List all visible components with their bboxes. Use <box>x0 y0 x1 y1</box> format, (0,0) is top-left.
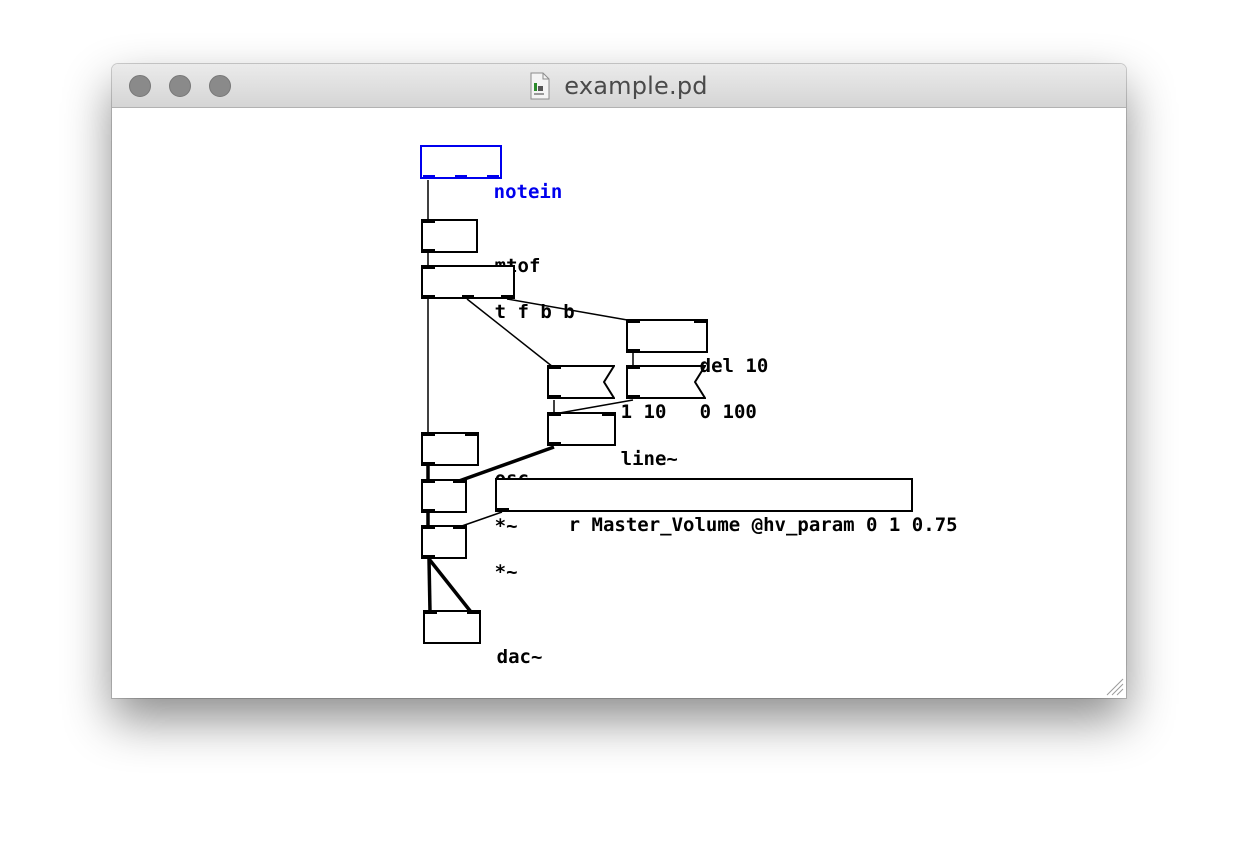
wire-trigger-msg-attack <box>466 298 554 368</box>
inlet[interactable] <box>423 432 435 436</box>
outlet[interactable] <box>628 349 640 353</box>
inlet[interactable] <box>602 412 614 416</box>
outlet[interactable] <box>549 442 561 446</box>
inlet[interactable] <box>423 219 435 223</box>
pd-patch-window: example.pd notein <box>112 64 1126 698</box>
outlet[interactable] <box>455 175 467 179</box>
minimize-button[interactable] <box>169 75 191 97</box>
pd-document-icon <box>530 72 550 99</box>
object-line-label: line~ <box>620 448 678 470</box>
wire-mul2-dac-left <box>427 558 432 613</box>
object-dac[interactable]: dac~ <box>423 610 542 668</box>
inlet[interactable] <box>628 319 640 323</box>
inlet[interactable] <box>549 365 561 369</box>
outlet[interactable] <box>487 175 499 179</box>
inlet[interactable] <box>549 412 561 416</box>
object-multiply-1-label: *~ <box>495 515 518 537</box>
title-group: example.pd <box>112 64 1126 107</box>
patch-connections <box>426 180 634 614</box>
inlet[interactable] <box>453 525 465 529</box>
outlet[interactable] <box>423 555 435 559</box>
message-flag <box>603 365 615 399</box>
inlet[interactable] <box>628 365 640 369</box>
title-bar[interactable]: example.pd <box>112 64 1126 108</box>
outlet[interactable] <box>549 395 561 399</box>
object-osc[interactable]: osc~ <box>421 432 540 490</box>
message-release[interactable]: 0 100 <box>626 365 757 423</box>
patch-canvas[interactable]: notein mtof t f b b del 10 1 <box>112 108 1126 698</box>
outlet[interactable] <box>628 395 640 399</box>
object-multiply-1[interactable]: *~ <box>421 479 518 537</box>
wire-trigger-del <box>506 298 634 322</box>
inlet[interactable] <box>423 525 435 529</box>
object-line[interactable]: line~ <box>547 412 678 470</box>
inlet[interactable] <box>453 479 465 483</box>
object-del[interactable]: del 10 <box>626 319 768 377</box>
zoom-button[interactable] <box>209 75 231 97</box>
object-trigger[interactable]: t f b b <box>421 265 575 323</box>
outlet[interactable] <box>423 295 435 299</box>
resize-grip-icon[interactable] <box>1102 674 1124 696</box>
object-receive-label: r Master_Volume @hv_param 0 1 0.75 <box>568 514 958 536</box>
message-attack-label: 1 10 <box>620 401 667 423</box>
wire-receive-mul2 <box>458 511 503 528</box>
window-title: example.pd <box>564 71 708 100</box>
object-multiply-2[interactable]: *~ <box>421 525 518 583</box>
inlet[interactable] <box>465 432 477 436</box>
message-attack[interactable]: 1 10 <box>547 365 666 423</box>
wire-mul2-dac-right <box>427 557 473 614</box>
wire-msg-release-line <box>553 399 634 415</box>
object-del-label: del 10 <box>699 355 769 377</box>
outlet[interactable] <box>497 508 509 512</box>
object-receive-master-volume[interactable]: r Master_Volume @hv_param 0 1 0.75 <box>495 478 958 536</box>
outlet[interactable] <box>423 249 435 253</box>
inlet[interactable] <box>423 265 435 269</box>
close-button[interactable] <box>129 75 151 97</box>
inlet[interactable] <box>694 319 706 323</box>
object-mtof[interactable]: mtof <box>421 219 540 277</box>
object-trigger-label: t f b b <box>494 301 575 323</box>
outlet[interactable] <box>462 295 474 299</box>
object-notein[interactable]: notein <box>420 145 562 203</box>
inlet[interactable] <box>467 610 479 614</box>
outlet[interactable] <box>423 509 435 513</box>
message-release-label: 0 100 <box>699 401 757 423</box>
object-notein-label: notein <box>493 181 563 203</box>
object-multiply-2-label: *~ <box>494 561 518 583</box>
outlet[interactable] <box>423 175 435 179</box>
outlet[interactable] <box>423 462 435 466</box>
inlet[interactable] <box>425 610 437 614</box>
inlet[interactable] <box>423 479 435 483</box>
message-flag <box>694 365 706 399</box>
object-dac-label: dac~ <box>496 646 543 668</box>
wire-line-mul1 <box>458 445 555 483</box>
outlet[interactable] <box>501 295 513 299</box>
